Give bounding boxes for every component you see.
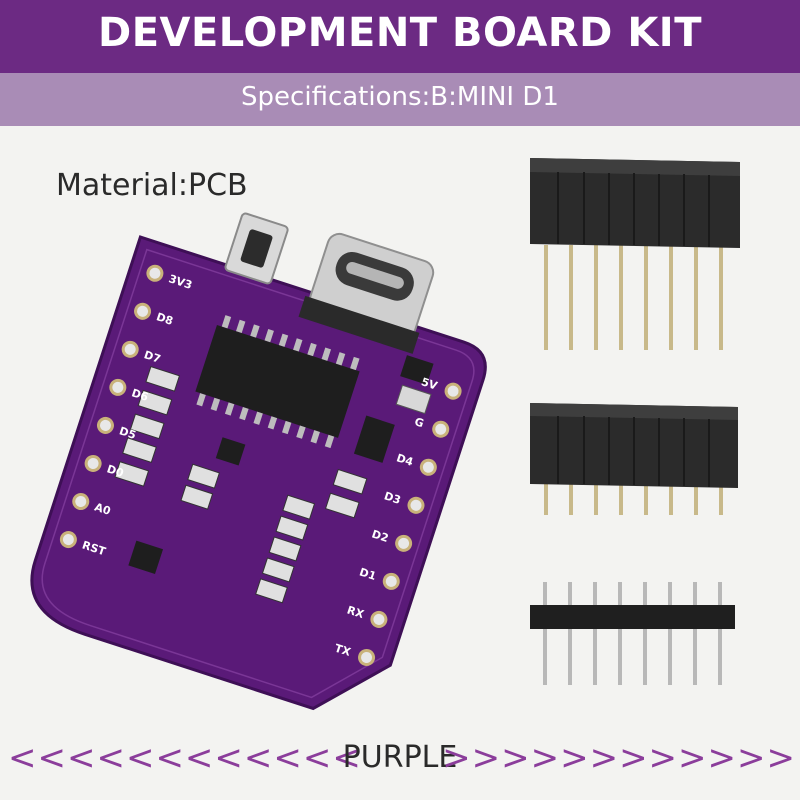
pin-label: TX xyxy=(333,642,353,659)
usb-serial-chip xyxy=(195,315,360,449)
left-pin-holes xyxy=(59,264,164,549)
smd-components xyxy=(114,355,434,604)
pin-label: D4 xyxy=(395,451,415,469)
pin-label: 5V xyxy=(420,375,440,393)
pin-label: D7 xyxy=(142,348,162,366)
pin-label: D1 xyxy=(358,565,378,583)
pin-label: D0 xyxy=(105,462,125,480)
pin-label: RX xyxy=(345,604,366,622)
pin-label: D2 xyxy=(370,527,390,545)
material-label: Material:PCB xyxy=(56,168,248,203)
pin-label: D6 xyxy=(130,386,150,404)
page-title: DEVELOPMENT BOARD KIT xyxy=(98,10,702,56)
right-arrows-decoration: >>>>>>>>>>>> xyxy=(442,738,796,778)
pin-label: G xyxy=(413,415,426,430)
pcb-board: 3V3 D8 D7 D6 D5 D0 A0 RST 5V G D4 D3 D2 … xyxy=(30,212,487,711)
long-female-header xyxy=(530,158,740,350)
footer-color-row: <<<<<<<<<<<< PURPLE >>>>>>>>>>>> xyxy=(0,738,800,778)
color-name: PURPLE xyxy=(342,740,458,775)
header-banner: DEVELOPMENT BOARD KIT Specifications:B:M… xyxy=(0,0,800,126)
male-pin-header xyxy=(530,582,735,685)
right-pin-labels: 5V G D4 D3 D2 D1 RX TX xyxy=(333,375,440,659)
pin-label: D3 xyxy=(382,489,402,507)
reset-button xyxy=(224,212,289,285)
right-pin-holes xyxy=(358,382,462,666)
short-female-header xyxy=(530,403,738,515)
page-subtitle: Specifications:B:MINI D1 xyxy=(241,82,559,112)
pin-label: A0 xyxy=(93,500,113,517)
left-arrows-decoration: <<<<<<<<<<<< xyxy=(8,738,362,778)
usb-c-connector xyxy=(298,232,435,354)
left-pin-labels: 3V3 D8 D7 D6 D5 D0 A0 RST xyxy=(80,272,193,558)
pin-label: D8 xyxy=(155,310,175,328)
pin-label: D5 xyxy=(118,424,138,442)
